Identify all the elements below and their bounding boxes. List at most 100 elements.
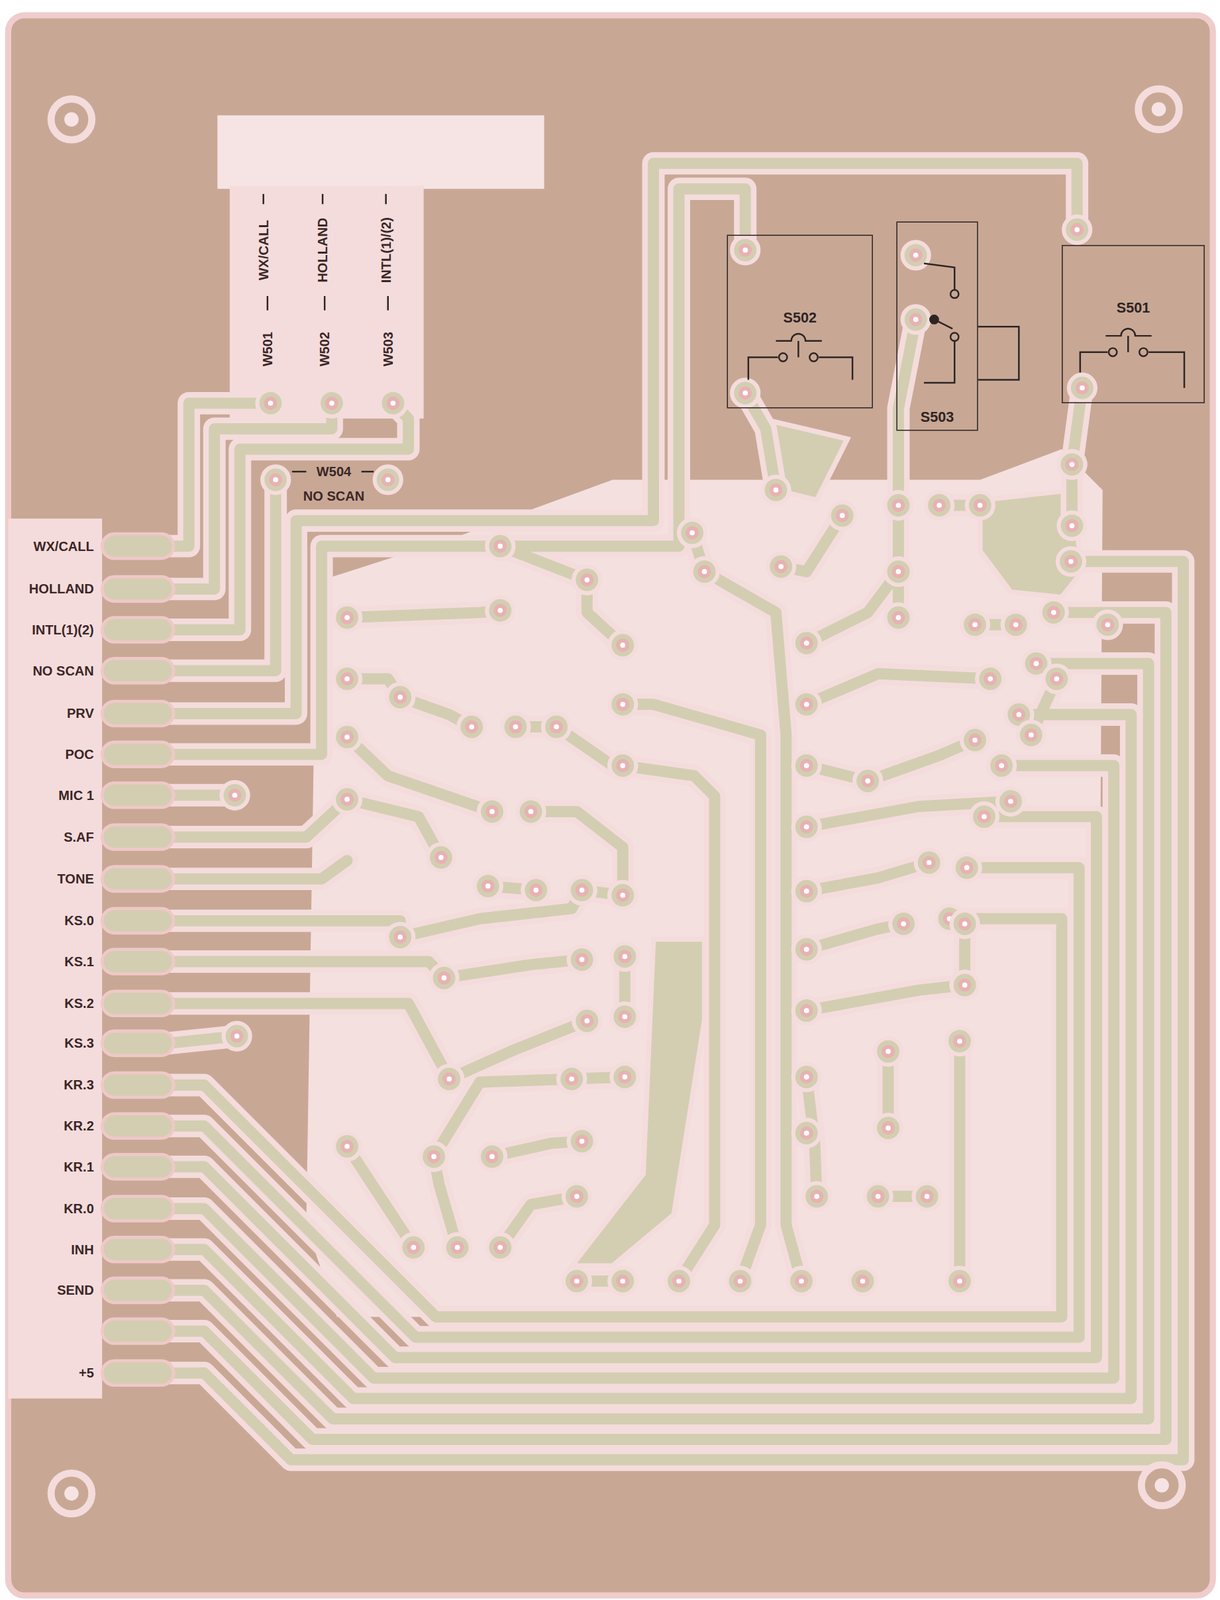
- pad-drill: [533, 887, 539, 893]
- pad-ring: [854, 767, 881, 795]
- pad-drill: [936, 502, 942, 509]
- pad-hole: [891, 498, 905, 512]
- solder-pad: [946, 1267, 973, 1295]
- pad-drill: [579, 1138, 585, 1144]
- pad-ring: [573, 566, 601, 593]
- trace-clearance: [347, 610, 501, 618]
- solder-pad: [223, 1023, 251, 1050]
- schematic-stroke: [748, 356, 779, 380]
- pad-hole: [1047, 606, 1061, 620]
- pad-drill: [981, 813, 987, 820]
- pad-ring: [486, 597, 514, 624]
- pad-ring: [478, 1143, 506, 1170]
- pad-hole: [698, 564, 712, 579]
- pin-name: WX/CALL: [33, 539, 95, 554]
- solder-pad: [976, 665, 1004, 693]
- pad-drill: [574, 1194, 580, 1200]
- pad-ring: [386, 923, 414, 951]
- jumper-area: [229, 186, 424, 419]
- solder-pad: [435, 1065, 463, 1093]
- pad-hole: [983, 672, 997, 686]
- pad-ring: [386, 684, 414, 711]
- solder-pad: [793, 752, 820, 779]
- pad-ring: [854, 767, 881, 795]
- pad-drill: [344, 734, 350, 740]
- solder-pad: [951, 971, 979, 999]
- copper-trace: [168, 920, 401, 938]
- solder-pad: [793, 629, 820, 657]
- pad-ring: [400, 1234, 427, 1262]
- copper-trace: [867, 740, 975, 782]
- pin-name: MIC 1: [58, 788, 94, 803]
- pad-hole: [968, 733, 982, 748]
- mounting-hole: [1138, 88, 1180, 130]
- solder-pad: [951, 910, 979, 938]
- pad-hole: [340, 730, 354, 744]
- copper-trace: [168, 1003, 450, 1079]
- pad-drill: [804, 1074, 810, 1080]
- connector-finger: [101, 701, 174, 726]
- pad-ring: [1058, 451, 1085, 478]
- solder-pad: [961, 726, 989, 754]
- pad-ring: [609, 631, 636, 659]
- pin-name: INH: [70, 1243, 95, 1257]
- pad-drill: [913, 317, 919, 323]
- schematic-stroke: [321, 194, 324, 204]
- pad-ring: [611, 1003, 638, 1030]
- jumper-label: HOLLAND: [315, 217, 330, 283]
- solder-pad: [573, 1007, 601, 1034]
- pad-hole: [493, 539, 507, 554]
- pad-ring: [793, 935, 820, 963]
- connector-finger: [101, 658, 174, 683]
- pad-drill: [1105, 621, 1111, 628]
- copper-trace: [168, 816, 1097, 1358]
- pad-drill: [468, 724, 475, 730]
- pad-drill: [804, 762, 810, 769]
- solder-pad: [427, 844, 455, 871]
- trace-clearance: [168, 1003, 450, 1079]
- pad-hole: [1029, 657, 1044, 671]
- switch-contact: [950, 290, 959, 299]
- solder-pad: [420, 1143, 448, 1170]
- solder-pad: [829, 502, 856, 529]
- solder-pad: [486, 533, 514, 560]
- solder-pad: [502, 713, 529, 740]
- pad-hole: [1070, 223, 1084, 237]
- pad-hole: [228, 788, 242, 803]
- copper-trace: [168, 765, 1114, 1379]
- pad-drill: [489, 809, 495, 815]
- trace-clearance: [867, 740, 975, 782]
- solder-pad: [767, 553, 795, 580]
- pad-drill: [619, 762, 626, 769]
- solder-pad: [563, 1267, 591, 1295]
- pad-drill: [702, 568, 708, 575]
- pad-hole: [615, 759, 630, 773]
- pad-ring: [915, 849, 943, 876]
- solder-pad: [522, 876, 550, 904]
- pad-drill: [619, 892, 626, 899]
- solder-pad: [543, 713, 570, 740]
- pad-hole: [1065, 519, 1079, 533]
- connector-finger: [101, 1031, 174, 1056]
- solder-pad: [333, 723, 361, 751]
- solder-pad: [478, 1143, 506, 1170]
- pad-ring: [793, 1119, 820, 1147]
- pad-ring: [953, 854, 981, 881]
- pad-hole: [861, 774, 875, 788]
- pad-ring: [1068, 374, 1096, 402]
- copper-trace: [806, 571, 899, 644]
- pad-drill: [579, 887, 585, 893]
- copper-trace: [168, 188, 746, 755]
- pad-hole: [575, 883, 589, 897]
- pad-hole: [1064, 555, 1078, 569]
- pin-name: KS.3: [64, 1036, 95, 1050]
- pad-ring: [221, 782, 248, 809]
- mounting-holes: [50, 88, 1183, 1515]
- connector-finger: [101, 1154, 174, 1179]
- pad-drill: [864, 778, 871, 784]
- solder-pad: [430, 965, 458, 992]
- trace-clearance: [806, 571, 899, 644]
- pad-hole: [871, 1190, 885, 1204]
- solder-pad: [333, 786, 361, 813]
